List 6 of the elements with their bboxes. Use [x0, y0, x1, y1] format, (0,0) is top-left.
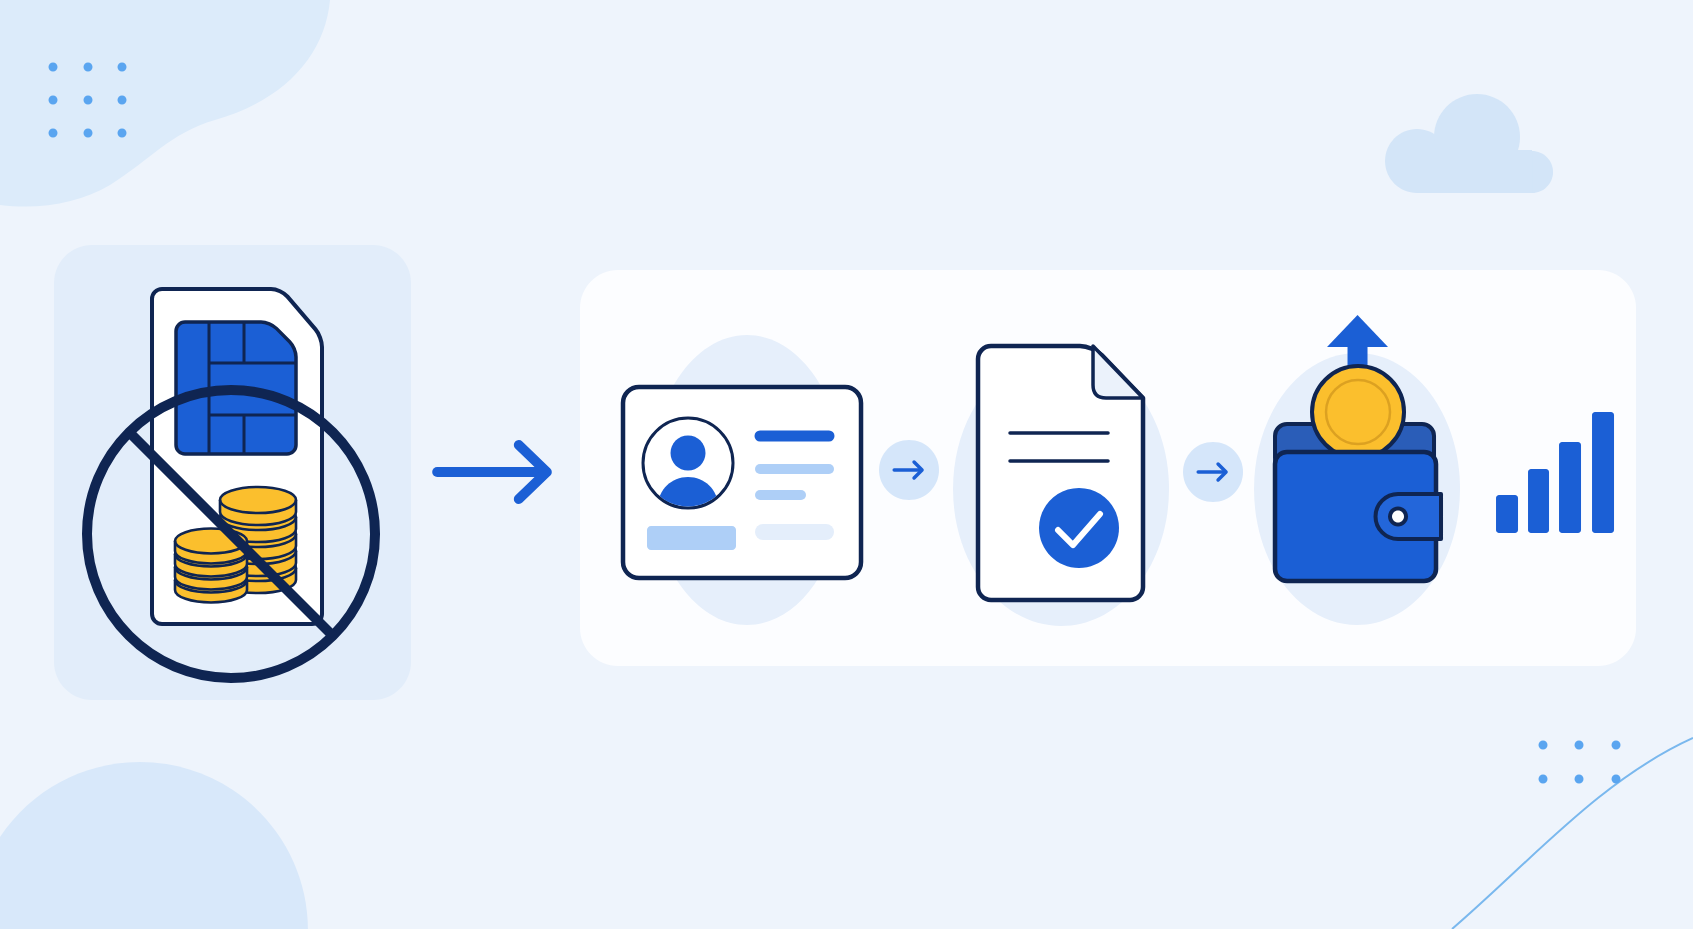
- arrow: [1196, 462, 1228, 482]
- prohibited-sim-card-icon: [82, 287, 380, 683]
- wallet-coin-icon: [1254, 315, 1460, 625]
- id-card-icon: [620, 335, 864, 625]
- document-check-icon: [953, 343, 1169, 626]
- arrow: [892, 460, 924, 480]
